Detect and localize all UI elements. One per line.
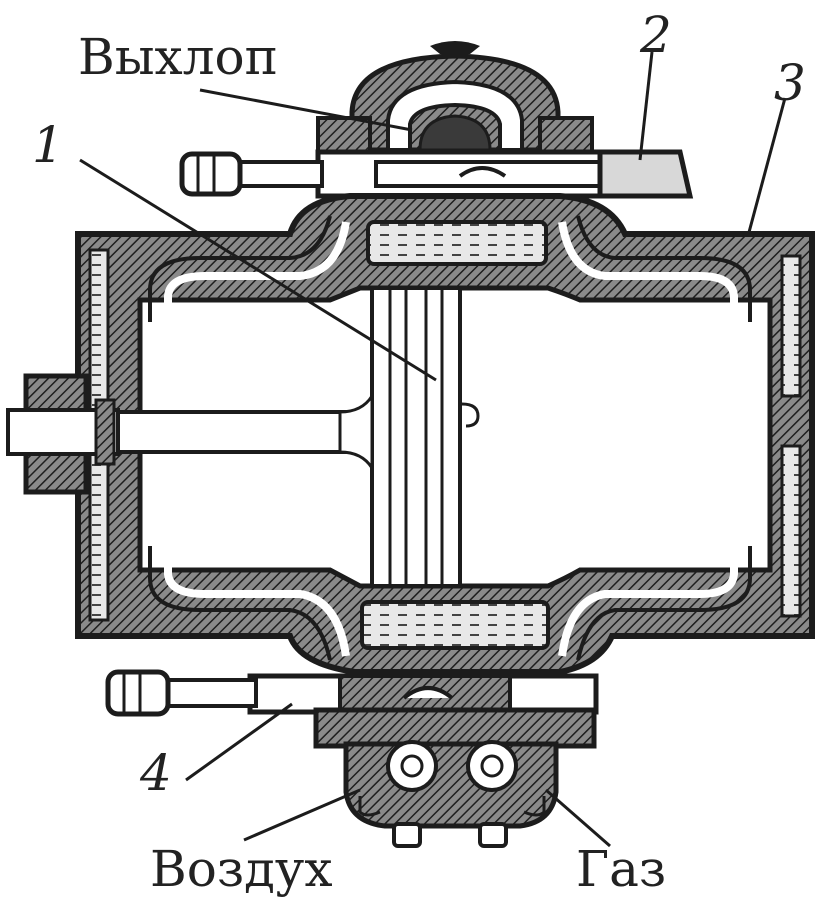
callout-2: 2 — [639, 6, 672, 64]
piston — [370, 286, 462, 588]
leader-lines — [79, 51, 787, 848]
label-exhaust: Выхлоп — [78, 28, 278, 86]
cooling-jacket-right-upper — [780, 254, 802, 398]
exhaust-passage — [386, 79, 524, 152]
leader-1 — [79, 158, 437, 382]
piston-assembly — [6, 286, 480, 588]
gas-inlet-stud — [478, 822, 508, 848]
label-gas: Газ — [576, 840, 666, 898]
exhaust-flange-left — [316, 116, 372, 156]
air-inlet-stud — [392, 822, 422, 848]
intake-rod-knob — [105, 669, 171, 717]
callout-3: 3 — [774, 54, 806, 112]
label-air: Воздух — [150, 840, 333, 898]
leader-3 — [746, 97, 787, 237]
exhaust-knob — [430, 41, 480, 54]
lower-channel-left — [148, 546, 332, 661]
exhaust-valve-head — [418, 114, 492, 152]
piston-pin — [461, 402, 480, 428]
intake-flange — [313, 707, 597, 749]
leader-2 — [638, 51, 654, 161]
exhaust-seat — [458, 166, 507, 178]
callout-4: 4 — [139, 744, 172, 802]
cooling-cavity-top — [366, 220, 548, 266]
intake-push-rod — [164, 678, 258, 708]
exhaust-slide-plate — [374, 160, 608, 188]
intake-valve-seat — [402, 686, 454, 700]
exhaust-flange-right — [538, 116, 594, 156]
callout-1: 1 — [32, 116, 64, 174]
cooling-cavity-bottom — [360, 600, 550, 650]
lower-channel-right — [576, 546, 752, 661]
upper-channel-right — [576, 215, 752, 322]
exhaust-push-rod — [236, 160, 324, 188]
leader-exhaust — [199, 88, 413, 132]
exhaust-slide-end — [597, 149, 694, 199]
intake-valve-assembly — [105, 669, 599, 848]
leader-gas — [545, 788, 611, 848]
upper-channel-left — [148, 215, 332, 322]
leader-air — [243, 788, 361, 842]
leader-4 — [185, 702, 293, 782]
cooling-jacket-right-lower — [780, 444, 802, 618]
exhaust-rod-knob — [179, 151, 243, 197]
